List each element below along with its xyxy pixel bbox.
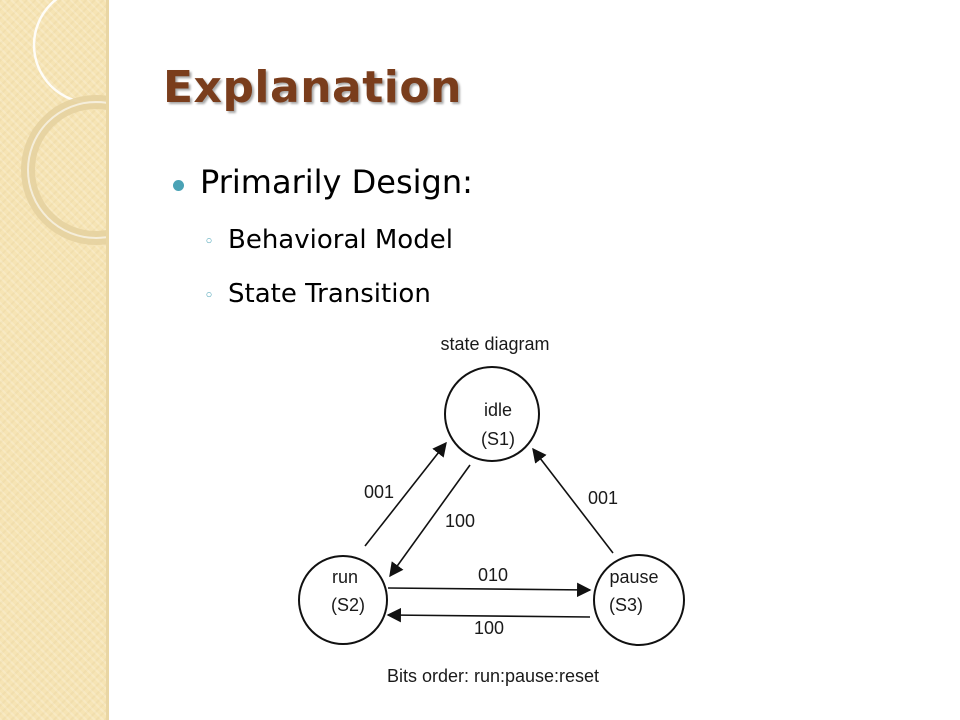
sub-bullet-state-transition: State Transition xyxy=(228,279,431,309)
transition-pause-to-run-label: 100 xyxy=(474,618,504,638)
diagram-caption: Bits order: run:pause:reset xyxy=(387,666,599,686)
state-idle-circle xyxy=(444,366,540,462)
transition-run-to-idle-label: 001 xyxy=(364,482,394,502)
state-pause-name: pause xyxy=(609,567,658,587)
state-pause-code: (S3) xyxy=(609,595,643,615)
state-idle-name: idle xyxy=(484,400,512,420)
state-run-circle xyxy=(298,555,388,645)
state-diagram: state diagram idle (S1) run (S2) pause (… xyxy=(298,334,685,686)
state-pause-circle xyxy=(593,554,685,646)
transition-run-to-pause-arrow xyxy=(387,582,592,598)
transition-pause-to-idle-arrow xyxy=(532,447,614,554)
sidebar-circles-decoration xyxy=(21,0,106,245)
decorative-sidebar xyxy=(0,0,106,720)
transition-run-to-idle-arrow xyxy=(364,441,447,547)
bullet-dot-icon xyxy=(173,180,184,191)
state-run-name: run xyxy=(332,567,358,587)
sub-bullet-behavioral-model: Behavioral Model xyxy=(228,225,453,255)
transition-idle-to-run-arrow xyxy=(389,464,471,578)
state-idle-code: (S1) xyxy=(481,429,515,449)
sub-bullet-marker-icon: ◦ xyxy=(204,232,215,252)
diagram-title: state diagram xyxy=(440,334,549,354)
transition-idle-to-run-label: 100 xyxy=(445,511,475,531)
bullet-primarily-design: Primarily Design: xyxy=(200,163,473,201)
slide-title: Explanation xyxy=(163,62,462,113)
state-run-code: (S2) xyxy=(331,595,365,615)
transition-run-to-pause-label: 010 xyxy=(478,565,508,585)
sub-bullet-marker-icon: ◦ xyxy=(204,286,215,306)
transition-pause-to-idle-label: 001 xyxy=(588,488,618,508)
sidebar-edge xyxy=(106,0,109,720)
transition-pause-to-run-arrow xyxy=(386,607,591,623)
